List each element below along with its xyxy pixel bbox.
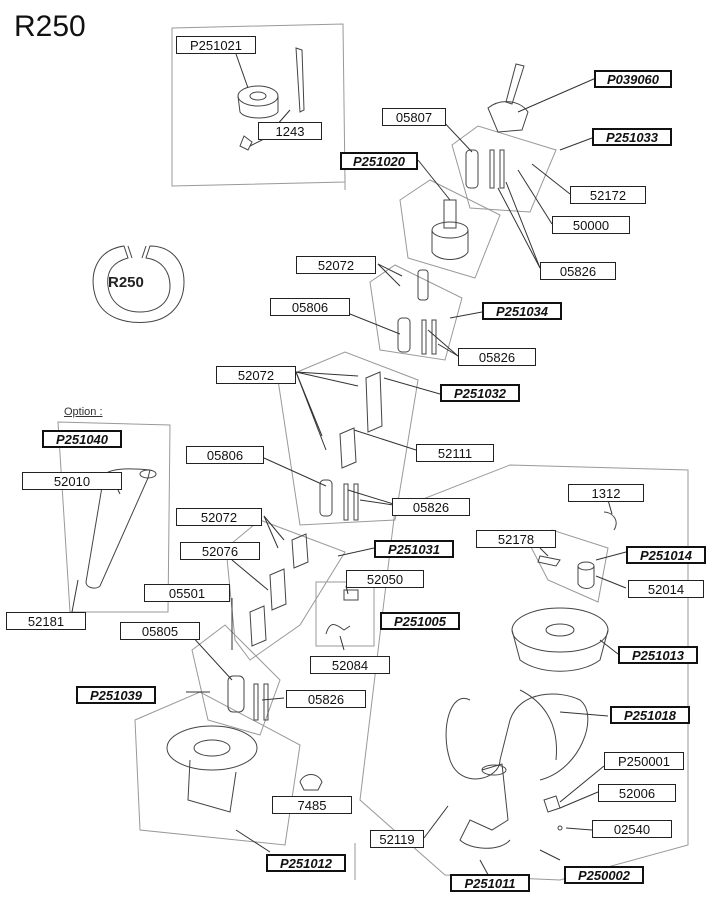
- label-p251031: P251031: [374, 540, 454, 558]
- label-05805: 05805: [120, 622, 200, 640]
- label-52119: 52119: [370, 830, 424, 848]
- label-p251005: P251005: [380, 612, 460, 630]
- label-05826-b: 05826: [458, 348, 536, 366]
- label-52178: 52178: [476, 530, 556, 548]
- label-p250001: P250001: [604, 752, 684, 770]
- label-7485: 7485: [272, 796, 352, 814]
- label-05826-c: 05826: [392, 498, 470, 516]
- frame-p251034: [369, 264, 463, 361]
- frame-p251005: [315, 581, 375, 647]
- diagram-title: R250: [14, 10, 86, 43]
- frame-p251012: [134, 691, 301, 846]
- label-52172: 52172: [570, 186, 646, 204]
- frame-p251033: [451, 125, 557, 213]
- frame-right-assembly: [359, 464, 689, 881]
- label-52014: 52014: [628, 580, 704, 598]
- r250-logo-text: R250: [108, 274, 144, 291]
- label-52072-c: 52072: [176, 508, 262, 526]
- label-p251012: P251012: [266, 854, 346, 872]
- label-05501: 05501: [144, 584, 230, 602]
- label-p251039: P251039: [76, 686, 156, 704]
- label-52010: 52010: [22, 472, 122, 490]
- label-52181: 52181: [6, 612, 86, 630]
- label-05826-d: 05826: [286, 690, 366, 708]
- label-05806-a: 05806: [270, 298, 350, 316]
- label-p039060: P039060: [594, 70, 672, 88]
- label-p251018: P251018: [610, 706, 690, 724]
- label-p251040: P251040: [42, 430, 122, 448]
- label-52050: 52050: [346, 570, 424, 588]
- option-caption: Option :: [64, 406, 103, 418]
- label-p251034: P251034: [482, 302, 562, 320]
- label-p251014: P251014: [626, 546, 706, 564]
- frame-p251039: [191, 624, 281, 736]
- label-05826-a: 05826: [540, 262, 616, 280]
- label-p251013: P251013: [618, 646, 698, 664]
- frame-p251040: [57, 421, 171, 613]
- label-05806-b: 05806: [186, 446, 264, 464]
- label-p251020: P251020: [340, 152, 418, 170]
- label-p250002: P250002: [564, 866, 644, 884]
- label-52111: 52111: [416, 444, 494, 462]
- label-p251021: P251021: [176, 36, 256, 54]
- label-p251032: P251032: [440, 384, 520, 402]
- label-50000: 50000: [552, 216, 630, 234]
- frame-p251020: [399, 179, 501, 279]
- frame-p251032: [277, 351, 419, 526]
- label-p251011: P251011: [450, 874, 530, 892]
- label-p251033: P251033: [592, 128, 672, 146]
- label-52072-b: 52072: [216, 366, 296, 384]
- label-1312: 1312: [568, 484, 644, 502]
- label-1243: 1243: [258, 122, 322, 140]
- label-52076: 52076: [180, 542, 260, 560]
- label-52006: 52006: [598, 784, 676, 802]
- label-52084: 52084: [310, 656, 390, 674]
- label-05807: 05807: [382, 108, 446, 126]
- r250-logo: [92, 245, 185, 323]
- label-02540: 02540: [592, 820, 672, 838]
- label-52072-a: 52072: [296, 256, 376, 274]
